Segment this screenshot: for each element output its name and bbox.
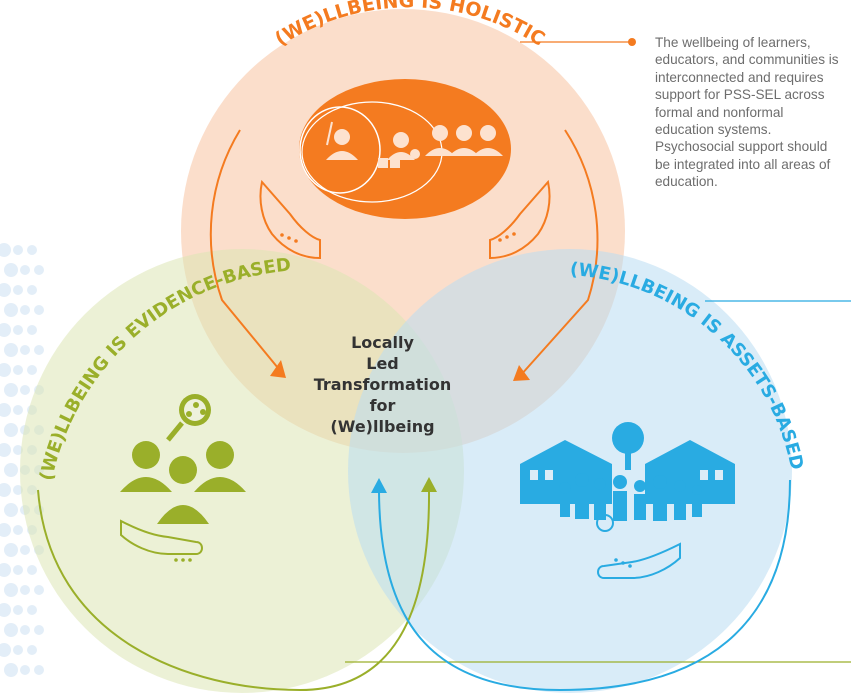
arrow-head-left <box>270 360 286 378</box>
leader-lines <box>345 38 851 663</box>
center-line-3: Transformation <box>313 375 452 394</box>
orange-arrows <box>209 129 599 377</box>
blue-arrow-head <box>371 478 387 493</box>
center-line-1: Locally <box>351 333 414 352</box>
center-label: Locally Led Transformation for (We)llbei… <box>300 332 465 437</box>
center-line-4: for <box>369 396 396 415</box>
arrow-head-right <box>513 365 530 381</box>
community-school-icon <box>520 422 735 579</box>
classroom-community-icon <box>259 79 551 260</box>
blue-arc <box>378 479 791 692</box>
holistic-description: The wellbeing of learners, educators, an… <box>655 35 839 190</box>
center-line-5: (We)llbeing <box>330 417 435 436</box>
green-arrow-head <box>421 477 437 492</box>
center-line-2: Led <box>366 354 399 373</box>
green-arc <box>37 489 431 692</box>
circle-evidence <box>20 249 464 693</box>
research-magnifier-icon <box>120 394 246 562</box>
